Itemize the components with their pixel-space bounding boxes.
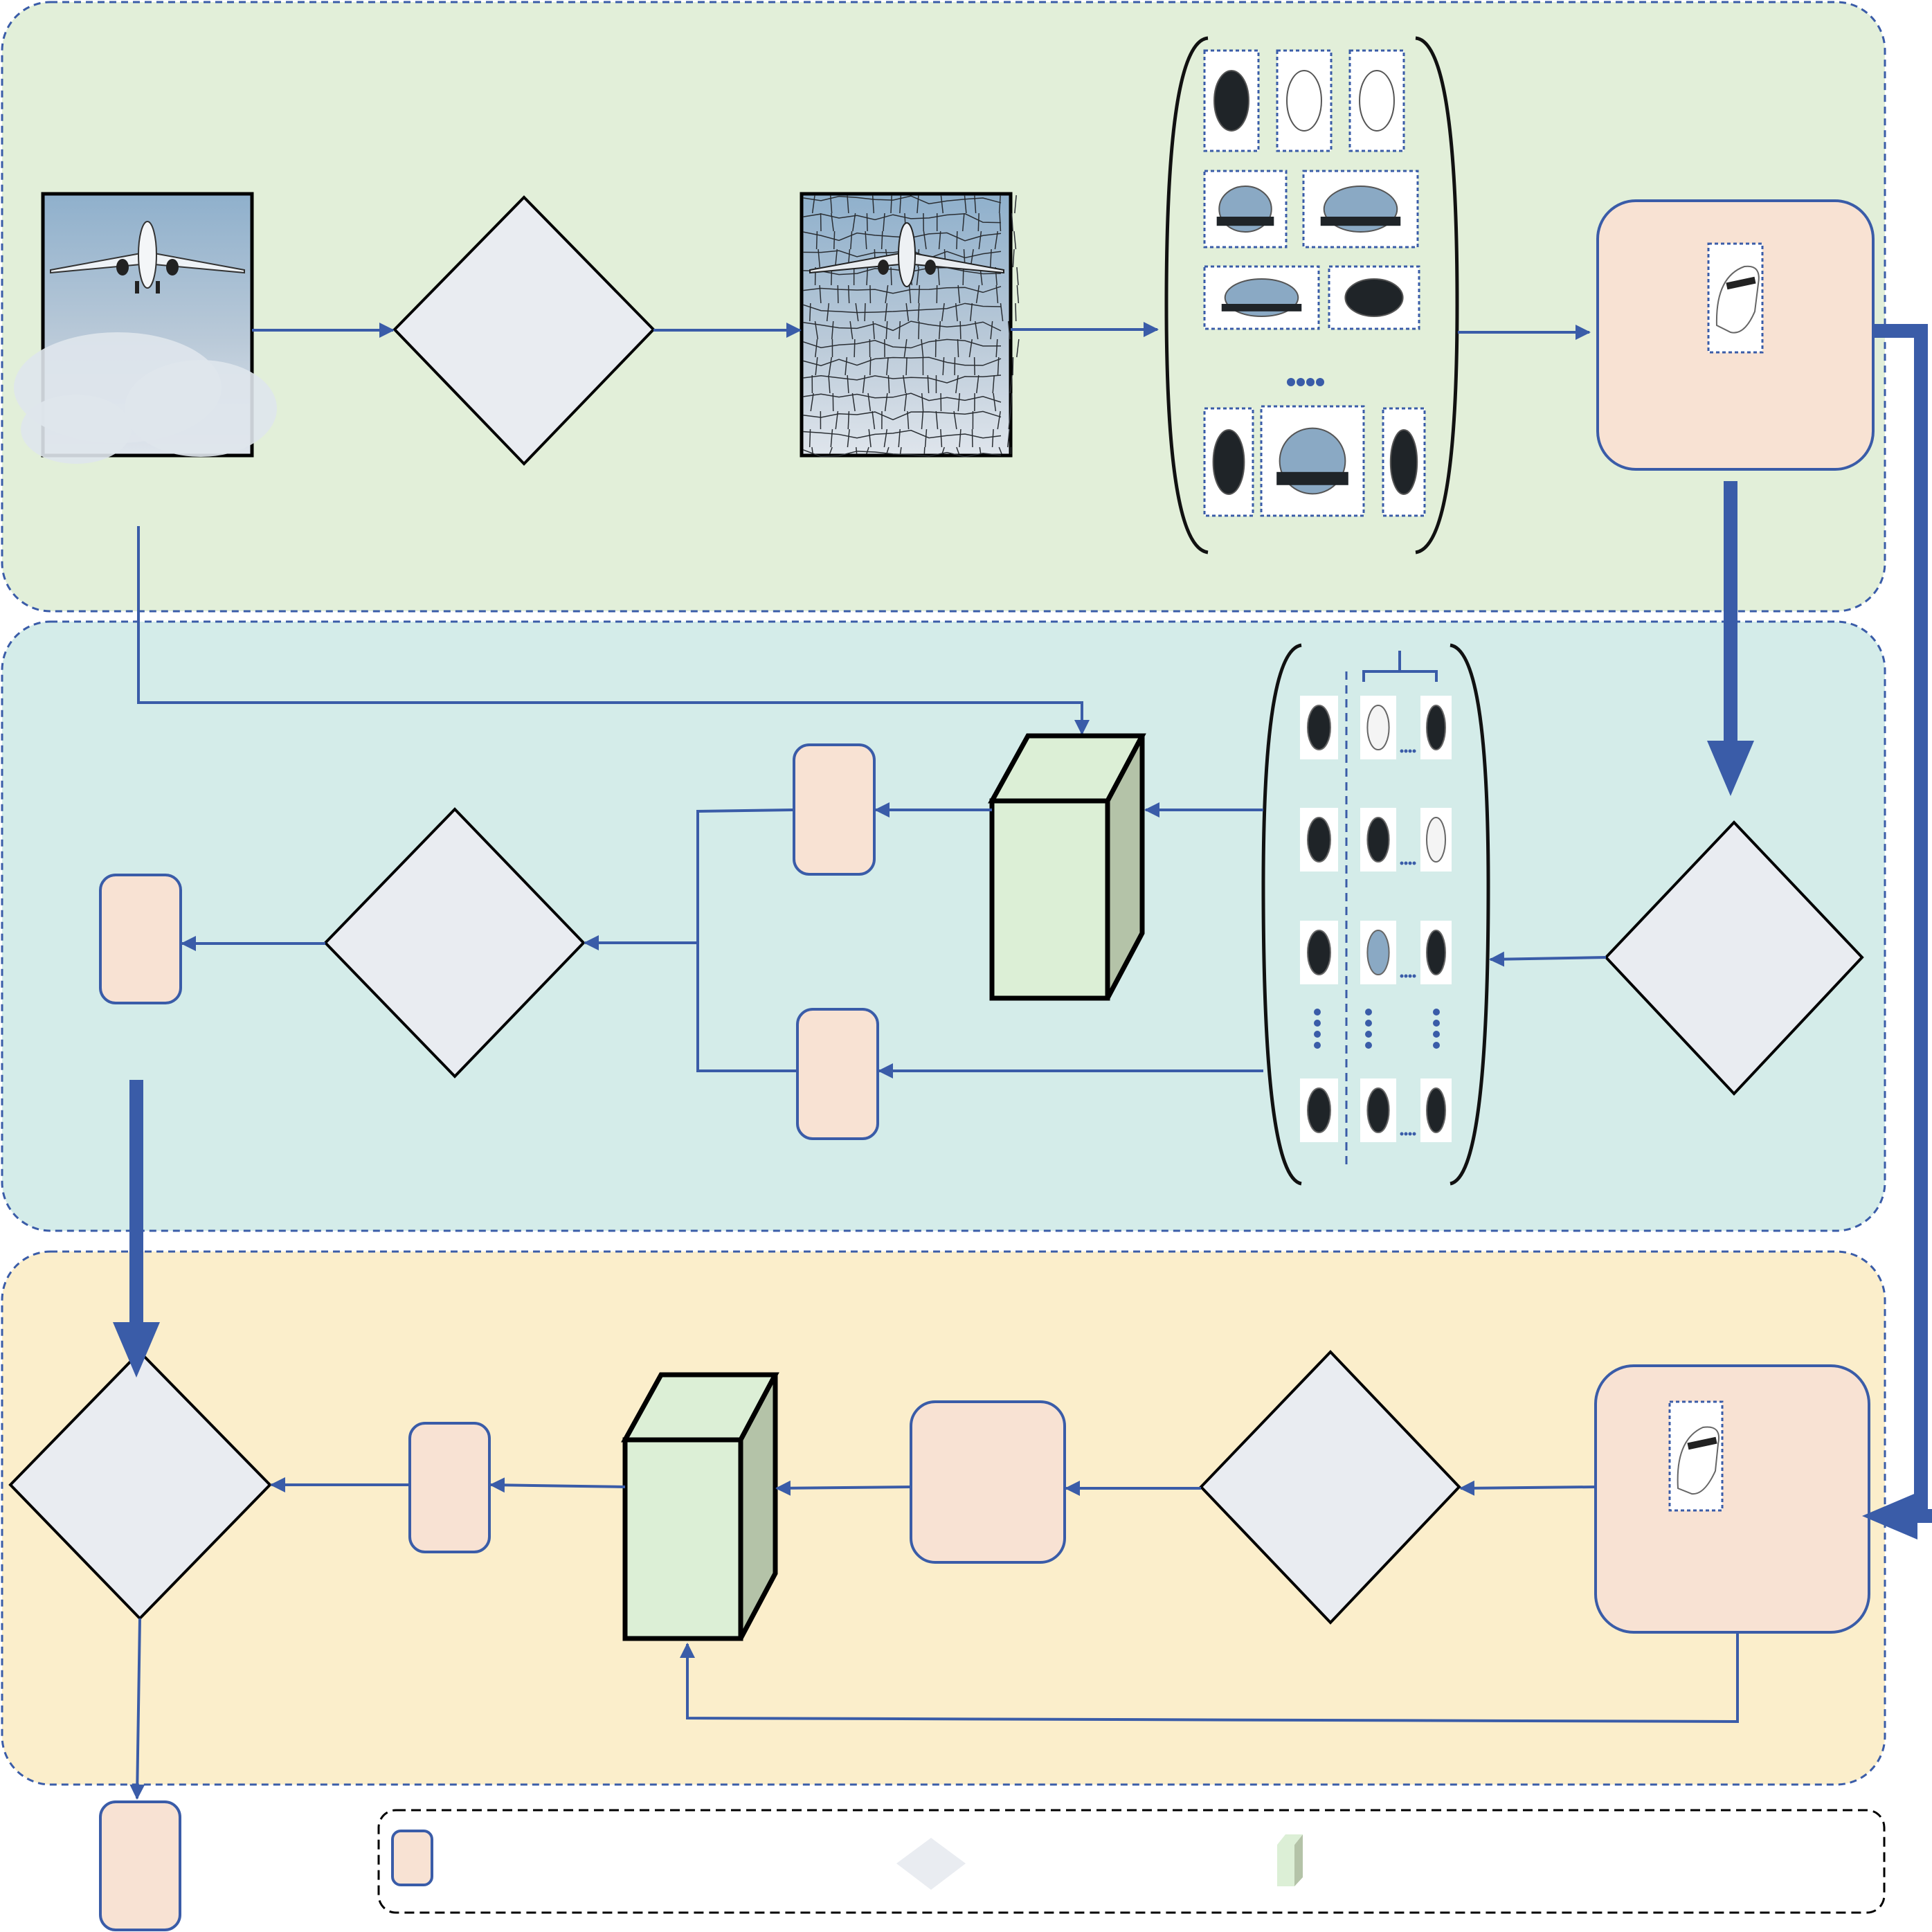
part-candidates-group [1164, 36, 1459, 554]
part-thumbnail [1348, 49, 1405, 152]
pair-thumbnail [1300, 696, 1338, 759]
horizontal-ellipsis [1400, 861, 1416, 865]
panel-middle [1, 620, 1886, 1232]
decision-matching [1604, 820, 1864, 1096]
pair-thumbnail [1360, 921, 1396, 984]
airplane-icon [50, 221, 245, 294]
process-feature-b [796, 1008, 879, 1140]
decision-fusion [323, 807, 586, 1078]
pair-thumbnail [1360, 808, 1396, 872]
model-cube-middle [988, 733, 1146, 1001]
part-thumbnail [1382, 407, 1426, 517]
model-cube-bottom [621, 1372, 779, 1641]
airplane-segment-icon [809, 222, 1004, 287]
process-fused-output [99, 874, 182, 1004]
process-query-part [1594, 1364, 1870, 1634]
superpixel-image [800, 192, 1020, 458]
pair-thumbnail [1300, 808, 1338, 872]
pair-thumbnail [1360, 1078, 1396, 1142]
pair-thumbnail [1420, 808, 1452, 872]
process-final-output [99, 1800, 181, 1931]
part-pairs-group [1261, 643, 1490, 1186]
vertical-ellipsis [1314, 1009, 1440, 1049]
pair-thumbnail [1420, 696, 1452, 759]
part-thumbnail [1203, 407, 1254, 517]
part-thumbnail [1276, 49, 1333, 152]
process-score [408, 1422, 491, 1553]
ellipsis-dots [1287, 378, 1324, 386]
process-embedding [910, 1400, 1066, 1564]
pair-thumbnail [1420, 1078, 1452, 1142]
part-thumbnail [1203, 265, 1320, 330]
decision-segmentation [392, 195, 656, 466]
query-part-thumbnail [1668, 1400, 1724, 1512]
pair-thumbnail [1300, 1078, 1338, 1142]
part-thumbnail [1203, 170, 1288, 249]
part-thumbnail [1203, 49, 1260, 152]
decision-query [1199, 1350, 1461, 1625]
part-thumbnail [1260, 405, 1365, 517]
horizontal-ellipsis [1400, 974, 1416, 978]
horizontal-ellipsis [1400, 749, 1416, 753]
input-airplane-image [14, 192, 277, 464]
pair-thumbnail [1360, 696, 1396, 759]
part-thumbnail [1328, 265, 1420, 330]
decision-legend-icon [896, 1838, 966, 1890]
selected-part-thumbnail [1707, 242, 1764, 354]
horizontal-ellipsis [1400, 1132, 1416, 1136]
process-feature-a [793, 743, 876, 876]
process-legend-icon [391, 1830, 433, 1886]
model-legend-icon [1277, 1834, 1303, 1886]
pair-thumbnail [1300, 921, 1338, 984]
part-thumbnail [1302, 170, 1419, 249]
legend [377, 1809, 1886, 1914]
pair-thumbnail [1420, 921, 1452, 984]
